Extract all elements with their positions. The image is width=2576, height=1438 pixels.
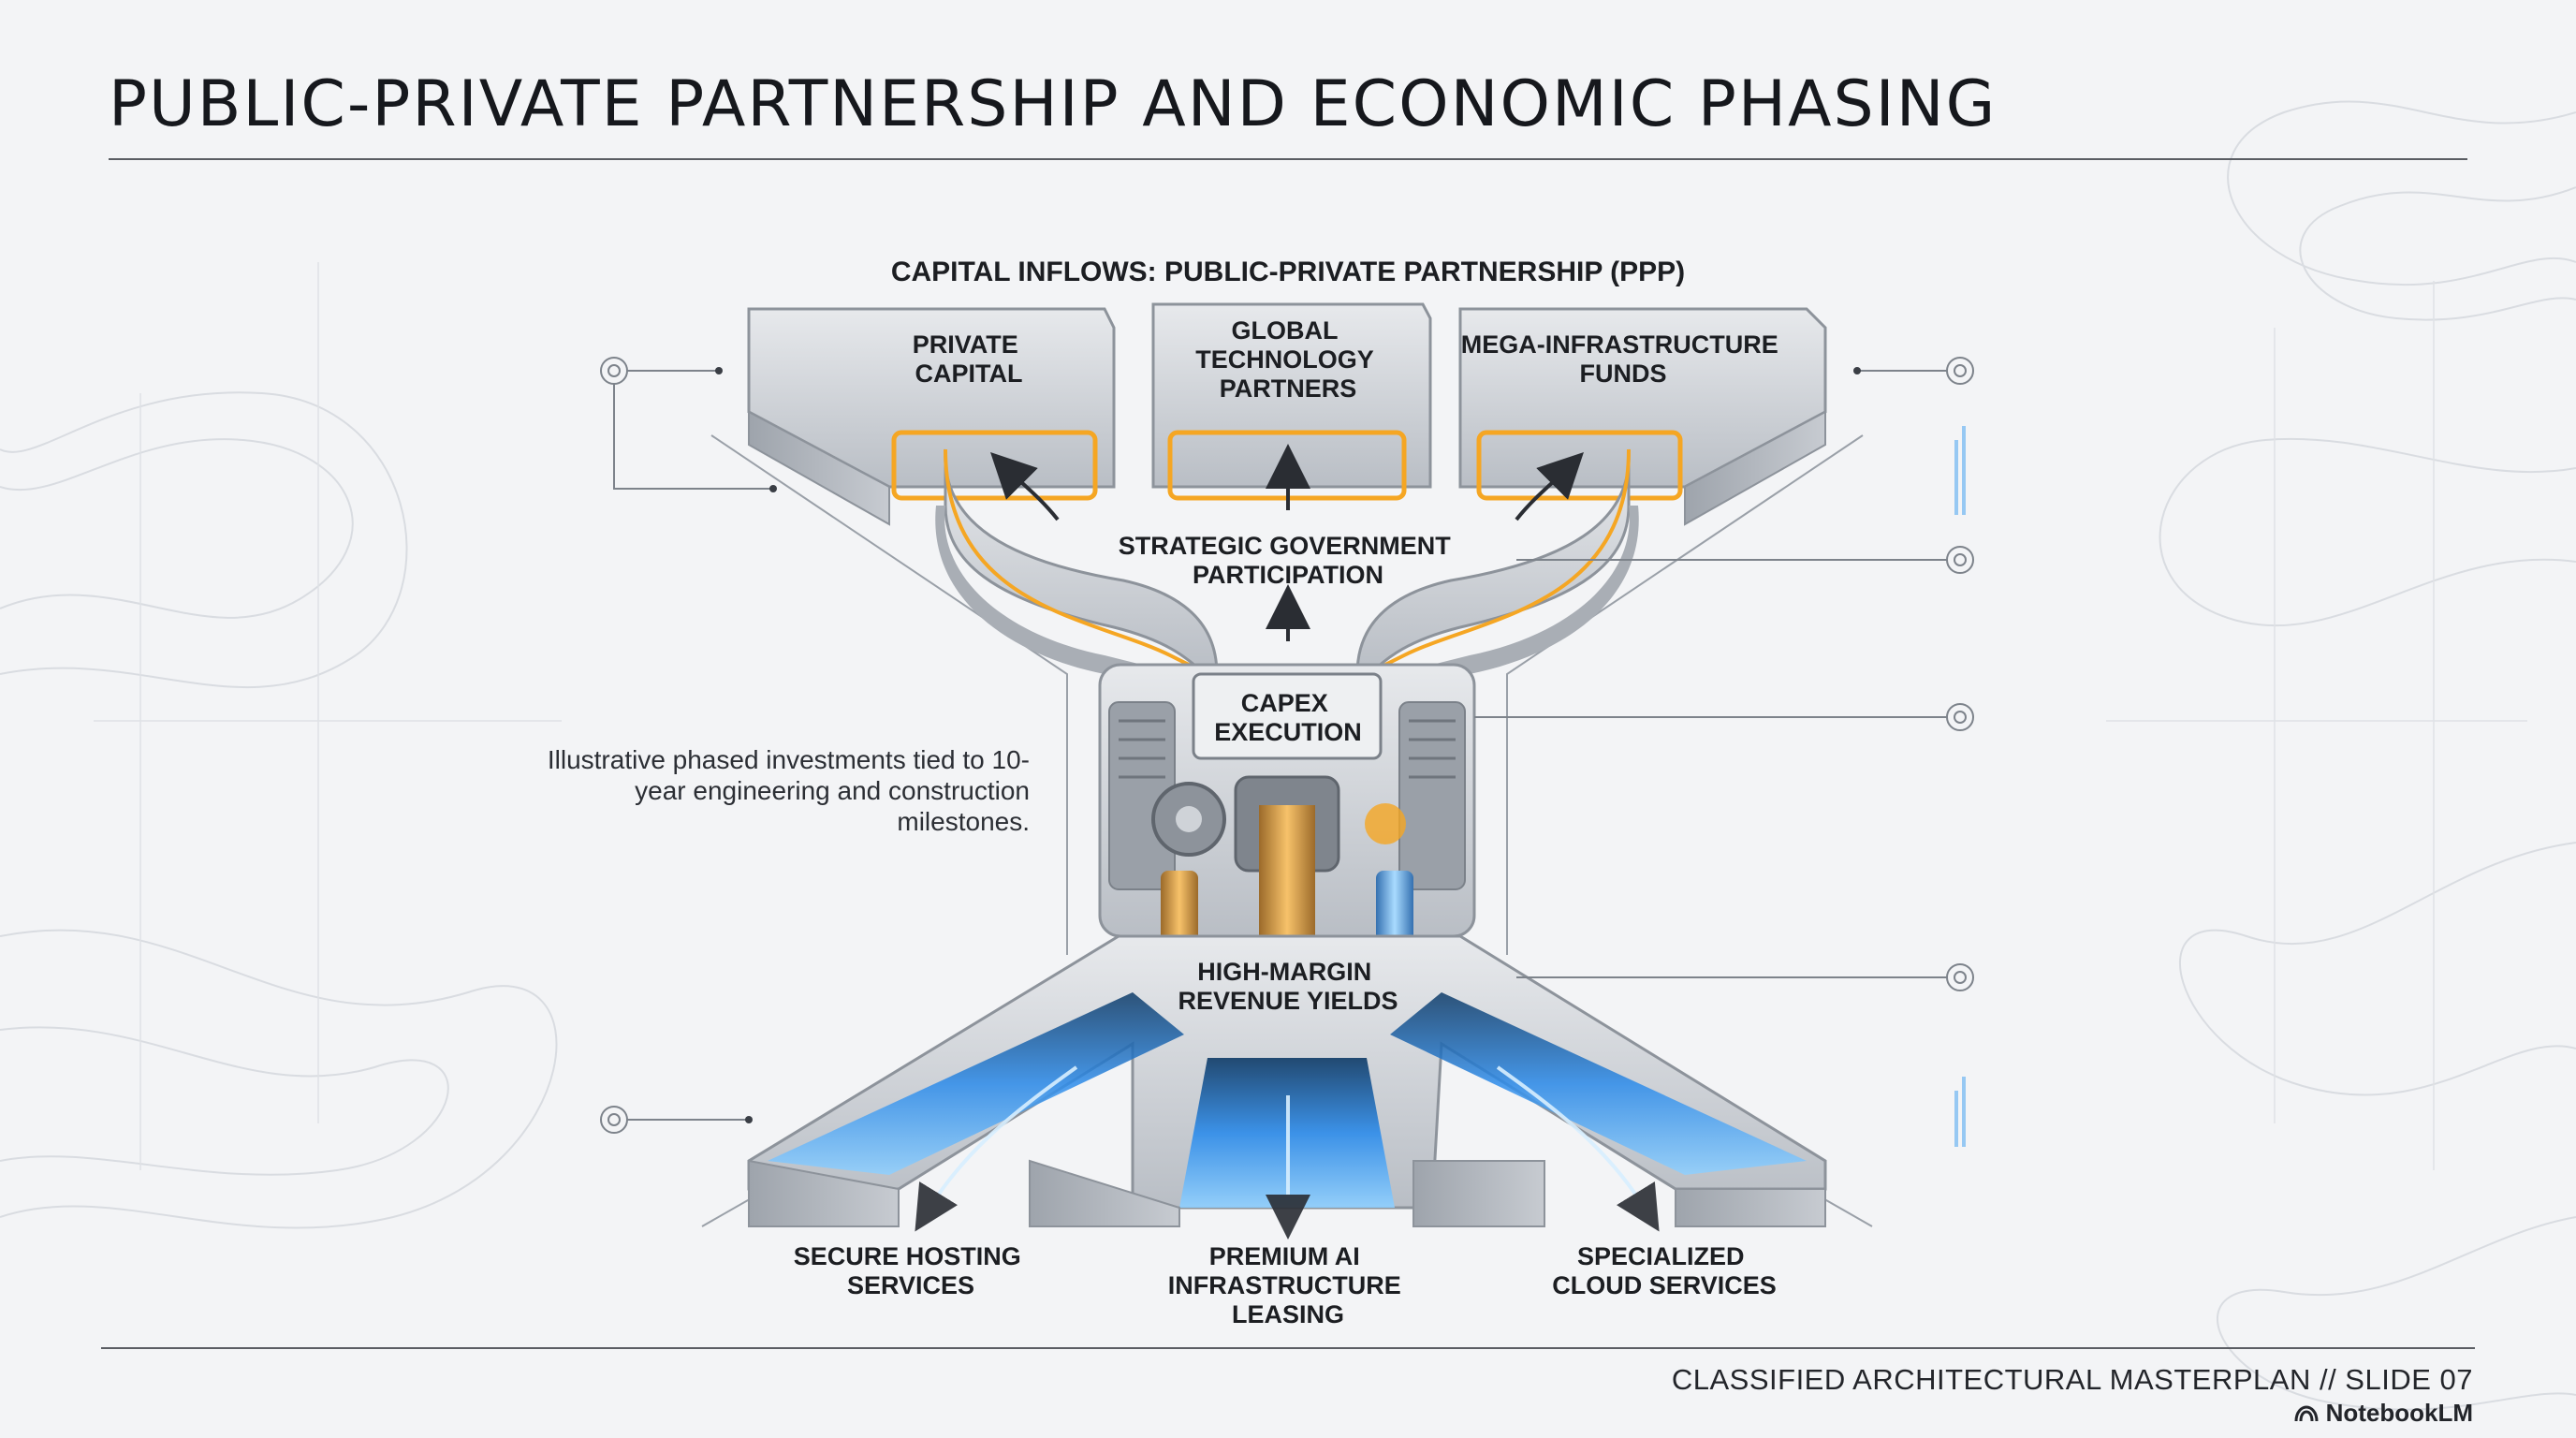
phasing-note: Illustrative phased investments tied to …: [547, 745, 1030, 836]
inflow-label-private-capital: PRIVATE CAPITAL: [913, 330, 1026, 388]
capex-machine: [1098, 663, 1476, 955]
capital-inflows-label: CAPITAL INFLOWS: PUBLIC-PRIVATE PARTNERS…: [891, 257, 1685, 287]
government-label: STRATEGIC GOVERNMENT PARTICIPATION: [1119, 532, 1458, 589]
inflow-block-private-capital: [747, 307, 1116, 526]
output-label-premium-ai: PREMIUM AI INFRASTRUCTURE LEASING: [1168, 1242, 1409, 1328]
slide-title: PUBLIC-PRIVATE PARTNERSHIP AND ECONOMIC …: [109, 67, 1998, 141]
inflow-block-global-technology: [1151, 302, 1432, 501]
inflow-label-global-technology: GLOBAL TECHNOLOGY PARTNERS: [1195, 316, 1381, 403]
revenue-deck: [747, 934, 1827, 1227]
notebooklm-logo-icon: [2294, 1404, 2319, 1421]
inflow-label-mega-infrastructure: MEGA-INFRASTRUCTURE FUNDS: [1461, 330, 1786, 388]
output-label-specialized-cloud: SPECIALIZED CLOUD SERVICES: [1552, 1242, 1777, 1299]
brand-mark: NotebookLM: [2294, 1399, 2473, 1428]
inflow-block-mega-infrastructure: [1458, 307, 1827, 526]
blue-accent-bars: [1954, 426, 1966, 1147]
brand-name: NotebookLM: [2325, 1399, 2473, 1427]
capex-label: CAPEX EXECUTION: [1214, 689, 1362, 746]
callout-markers: [600, 357, 1974, 1134]
revenue-label: HIGH-MARGIN REVENUE YIELDS: [1178, 958, 1398, 1015]
output-label-secure-hosting: SECURE HOSTING SERVICES: [794, 1242, 1029, 1299]
slide-footer: CLASSIFIED ARCHITECTURAL MASTERPLAN // S…: [1671, 1363, 2473, 1396]
